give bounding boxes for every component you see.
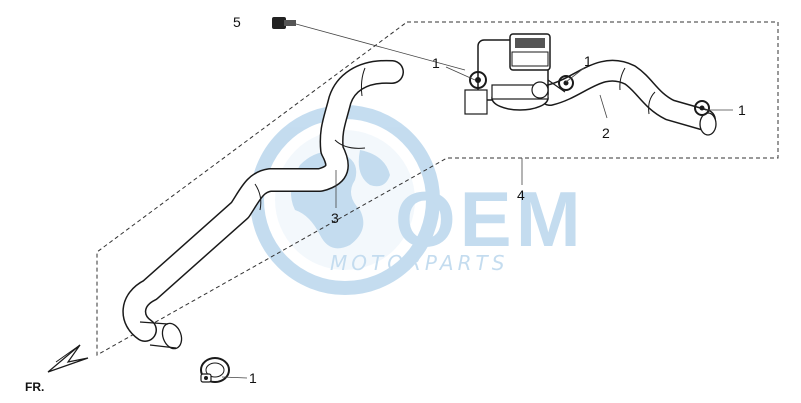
callout-4: 4 (517, 187, 525, 203)
clamp-1-c[interactable] (694, 100, 710, 116)
clamp-1-a[interactable] (469, 71, 487, 89)
bolt-5[interactable] (272, 17, 296, 29)
clamp-1-d[interactable] (200, 357, 230, 383)
callout-3: 3 (331, 210, 339, 226)
hose-2[interactable] (539, 59, 717, 136)
front-direction-icon (47, 344, 89, 373)
watermark-tagline: MOTORPARTS (330, 251, 508, 275)
callout-2: 2 (602, 125, 610, 141)
watermark-brand: OEM (395, 175, 585, 263)
oem-watermark: OEM MOTORPARTS (250, 105, 585, 295)
hose-3-end (139, 321, 183, 350)
callout-1-a: 1 (432, 55, 440, 71)
callout-5: 5 (233, 14, 241, 30)
air-valve[interactable] (464, 33, 566, 115)
front-direction-label: FR. (25, 380, 44, 394)
callout-1-c: 1 (738, 102, 746, 118)
hose-3[interactable] (122, 59, 404, 342)
callout-1-d: 1 (249, 370, 257, 386)
assembly-outline (96, 21, 779, 356)
clamp-1-b[interactable] (558, 75, 574, 91)
callout-1-b: 1 (584, 53, 592, 69)
leader-lines (221, 23, 733, 379)
